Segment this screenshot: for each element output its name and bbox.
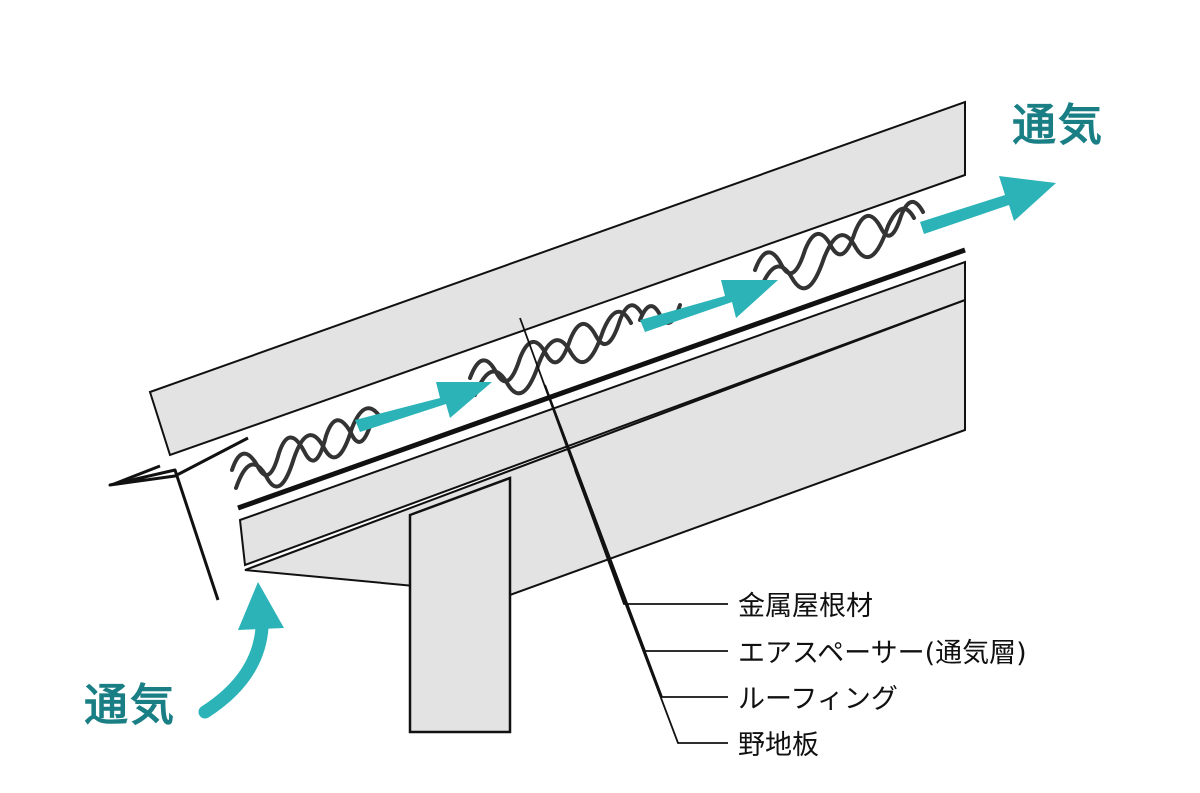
leader-lines xyxy=(519,317,728,744)
curved-airflow-arrow-head xyxy=(238,582,284,630)
leader-line-roofing xyxy=(559,424,728,698)
airflow-arrow-icon xyxy=(355,382,492,432)
roofing-underlayment xyxy=(237,247,966,511)
leader-line-sheathing xyxy=(574,469,728,744)
airflow-in-label: 通気 xyxy=(84,680,176,731)
label-air-spacer: エアスペーサー(通気層) xyxy=(738,638,1027,669)
label-metal-roof: 金属屋根材 xyxy=(738,591,873,622)
airflow-arrow-icon xyxy=(920,176,1056,234)
sheathing-board xyxy=(238,260,966,567)
airflow-arrow-icon xyxy=(640,280,778,332)
label-roofing: ルーフィング xyxy=(738,684,898,715)
airflow-out-label: 通気 xyxy=(1012,100,1104,151)
leader-line-metal-roof xyxy=(519,317,728,605)
airflow-arrows xyxy=(355,176,1056,432)
label-sheathing: 野地板 xyxy=(738,730,819,761)
eave-flashing xyxy=(108,436,249,601)
eave-flashing-tip xyxy=(113,464,161,486)
metal-roof-sheet xyxy=(148,100,966,457)
support-post xyxy=(408,476,512,734)
curved-airflow-arrow-icon xyxy=(198,621,269,719)
